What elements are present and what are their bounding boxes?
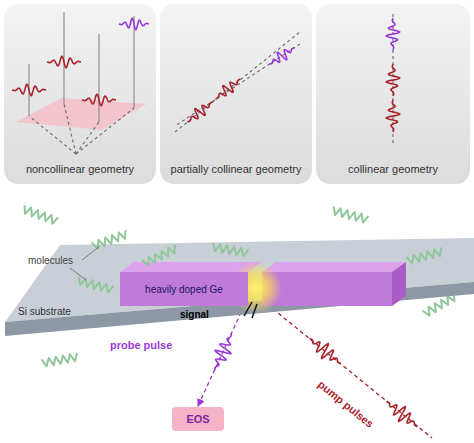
wave-packet [270, 48, 295, 64]
bar-top [262, 262, 406, 272]
beam-label: probe pulse [110, 339, 172, 351]
molecule [213, 243, 248, 257]
molecule [42, 353, 77, 367]
wave-packet [310, 338, 341, 363]
beam-line [29, 116, 76, 154]
wave-packet [188, 102, 213, 122]
molecule [142, 245, 175, 266]
wave-packet [119, 18, 149, 29]
substrate-label: Si substrate [18, 306, 71, 317]
geometry-panel-art [4, 4, 156, 184]
geometry-panel: collinear geometry [316, 4, 470, 184]
wave-packet [216, 79, 241, 99]
germanium-bar: heavily doped Ge [120, 272, 248, 306]
signal-label: signal [180, 309, 209, 320]
panel-caption: partially collinear geometry [168, 163, 304, 176]
molecule [92, 230, 126, 249]
geometry-panel: partially collinear geometry [160, 4, 312, 184]
beam-line [133, 16, 134, 108]
beam-line [98, 34, 99, 122]
wave-packet [387, 401, 418, 426]
plane [16, 98, 146, 130]
molecule [407, 248, 442, 264]
geometry-panel-art [316, 4, 470, 184]
beam-line [175, 32, 300, 132]
bar-label: heavily doped Ge [145, 284, 223, 295]
molecule [25, 205, 59, 224]
wave-packet [12, 84, 46, 95]
panel-caption: collinear geometry [324, 163, 462, 176]
substrate-slab: Si substrate heavily doped Ge [0, 230, 474, 340]
detector-box: EOS [172, 407, 224, 431]
geometry-panel: noncollinear geometry [4, 4, 156, 184]
beam-line [76, 108, 134, 154]
pump-beam [262, 300, 432, 438]
detector-label: EOS [186, 413, 209, 425]
geometry-panel-art [160, 4, 312, 184]
beam-line [175, 44, 300, 126]
beam-label: pump pulses [316, 378, 376, 430]
wave-packet [386, 18, 399, 50]
bar-side [392, 262, 406, 306]
molecule [79, 277, 114, 293]
wave-packet [386, 64, 399, 96]
beam-line [64, 104, 76, 154]
wave-packet [47, 56, 81, 67]
callout-label: molecules [28, 255, 73, 266]
panel-caption: noncollinear geometry [12, 163, 148, 176]
leader-line [82, 246, 100, 260]
wave-packet [82, 94, 116, 105]
wave-packet [386, 100, 399, 132]
signal-arrow [252, 304, 257, 318]
molecule [334, 207, 369, 223]
probe-connector [198, 306, 244, 406]
leader-line [70, 268, 86, 280]
